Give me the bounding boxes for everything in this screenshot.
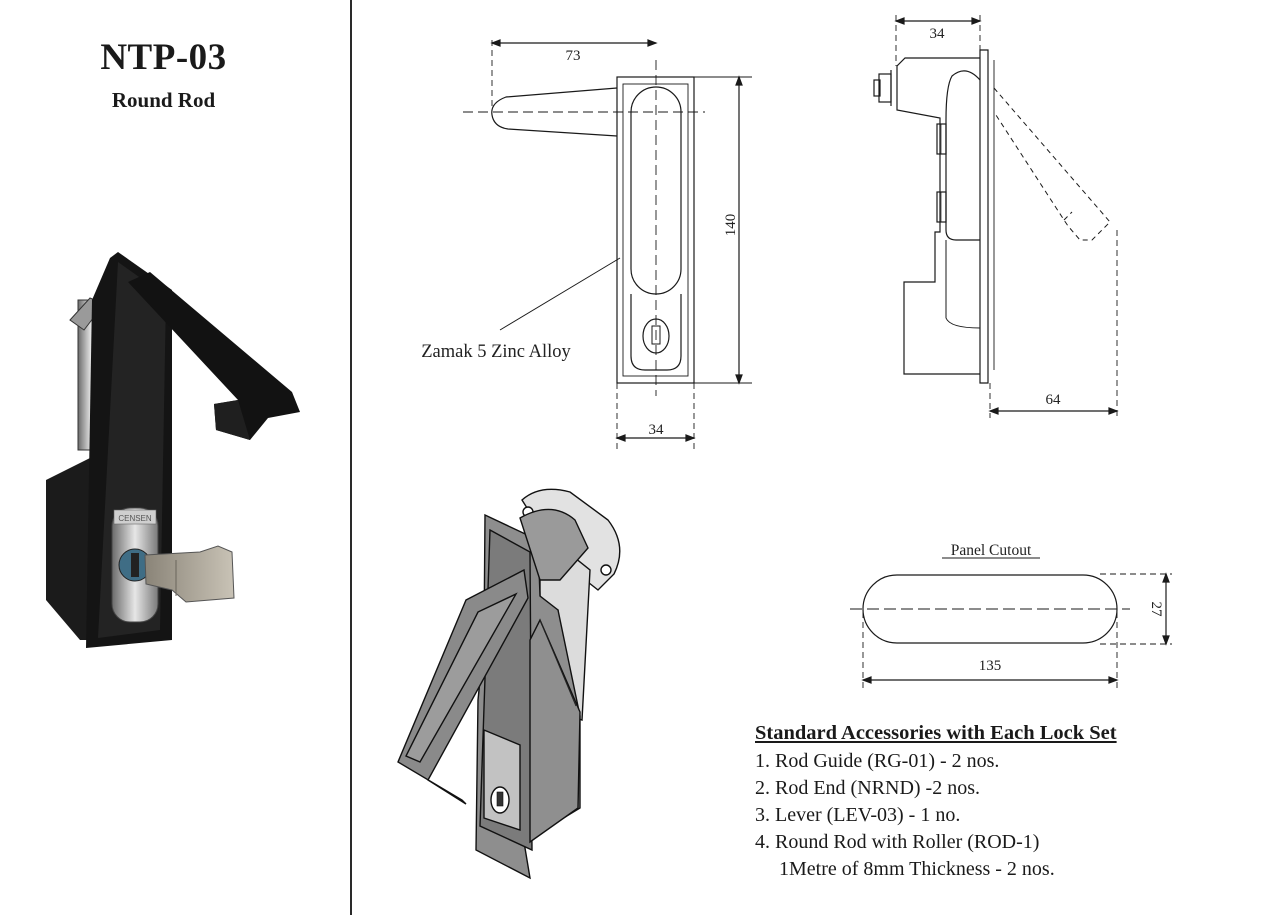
panel-cutout-label: Panel Cutout [951, 542, 1032, 559]
dim-lever-reach: 64 [1046, 392, 1062, 408]
accessory-item: 4. Round Rod with Roller (ROD-1) [755, 831, 1040, 853]
material-callout: Zamak 5 Zinc Alloy [421, 342, 571, 362]
accessories-title: Standard Accessories with Each Lock Set [755, 722, 1117, 744]
panel-cutout [850, 557, 1172, 688]
dim-lever-width: 73 [566, 48, 581, 64]
dim-height: 140 [723, 214, 739, 237]
accessories-list: 1. Rod Guide (RG-01) - 2 nos. 2. Rod End… [755, 748, 1055, 883]
product-photo: CENSEN [46, 252, 300, 648]
dim-cutout-length: 135 [979, 658, 1002, 674]
dim-body-width: 34 [649, 422, 665, 438]
accessory-item: 1. Rod Guide (RG-01) - 2 nos. [755, 750, 1000, 772]
accessory-item: 3. Lever (LEV-03) - 1 no. [755, 804, 961, 826]
panel-divider [350, 0, 352, 915]
side-view [873, 15, 1119, 418]
dim-depth: 34 [930, 26, 946, 42]
product-subtitle: Round Rod [111, 88, 216, 112]
photo-badge-text: CENSEN [118, 514, 152, 523]
product-code: NTP-03 [100, 37, 227, 78]
front-view [463, 39, 752, 450]
accessory-item: 2. Rod End (NRND) -2 nos. [755, 777, 980, 799]
accessory-item-continuation: 1Metre of 8mm Thickness - 2 nos. [779, 858, 1055, 880]
dim-cutout-height: 27 [1148, 602, 1164, 618]
lock-render [397, 488, 621, 880]
